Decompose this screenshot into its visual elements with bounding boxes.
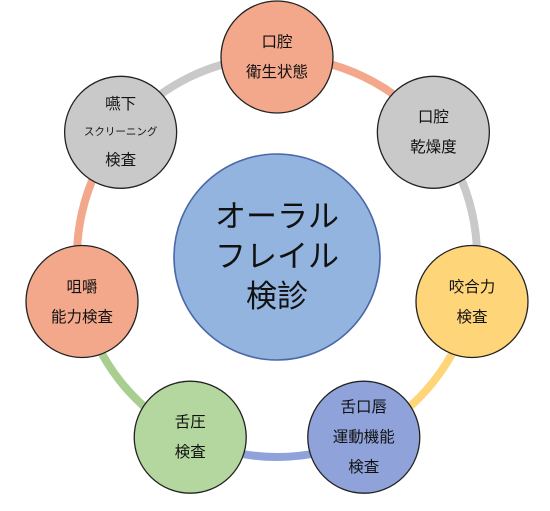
node-circle — [25, 244, 139, 359]
node-circle — [63, 75, 178, 189]
node-circle — [415, 244, 529, 359]
node-circle — [133, 380, 247, 494]
center-circle — [173, 153, 381, 361]
node-circle — [220, 0, 334, 114]
node-circle — [376, 75, 491, 189]
node-circles — [25, 0, 529, 494]
node-circle — [307, 380, 421, 494]
